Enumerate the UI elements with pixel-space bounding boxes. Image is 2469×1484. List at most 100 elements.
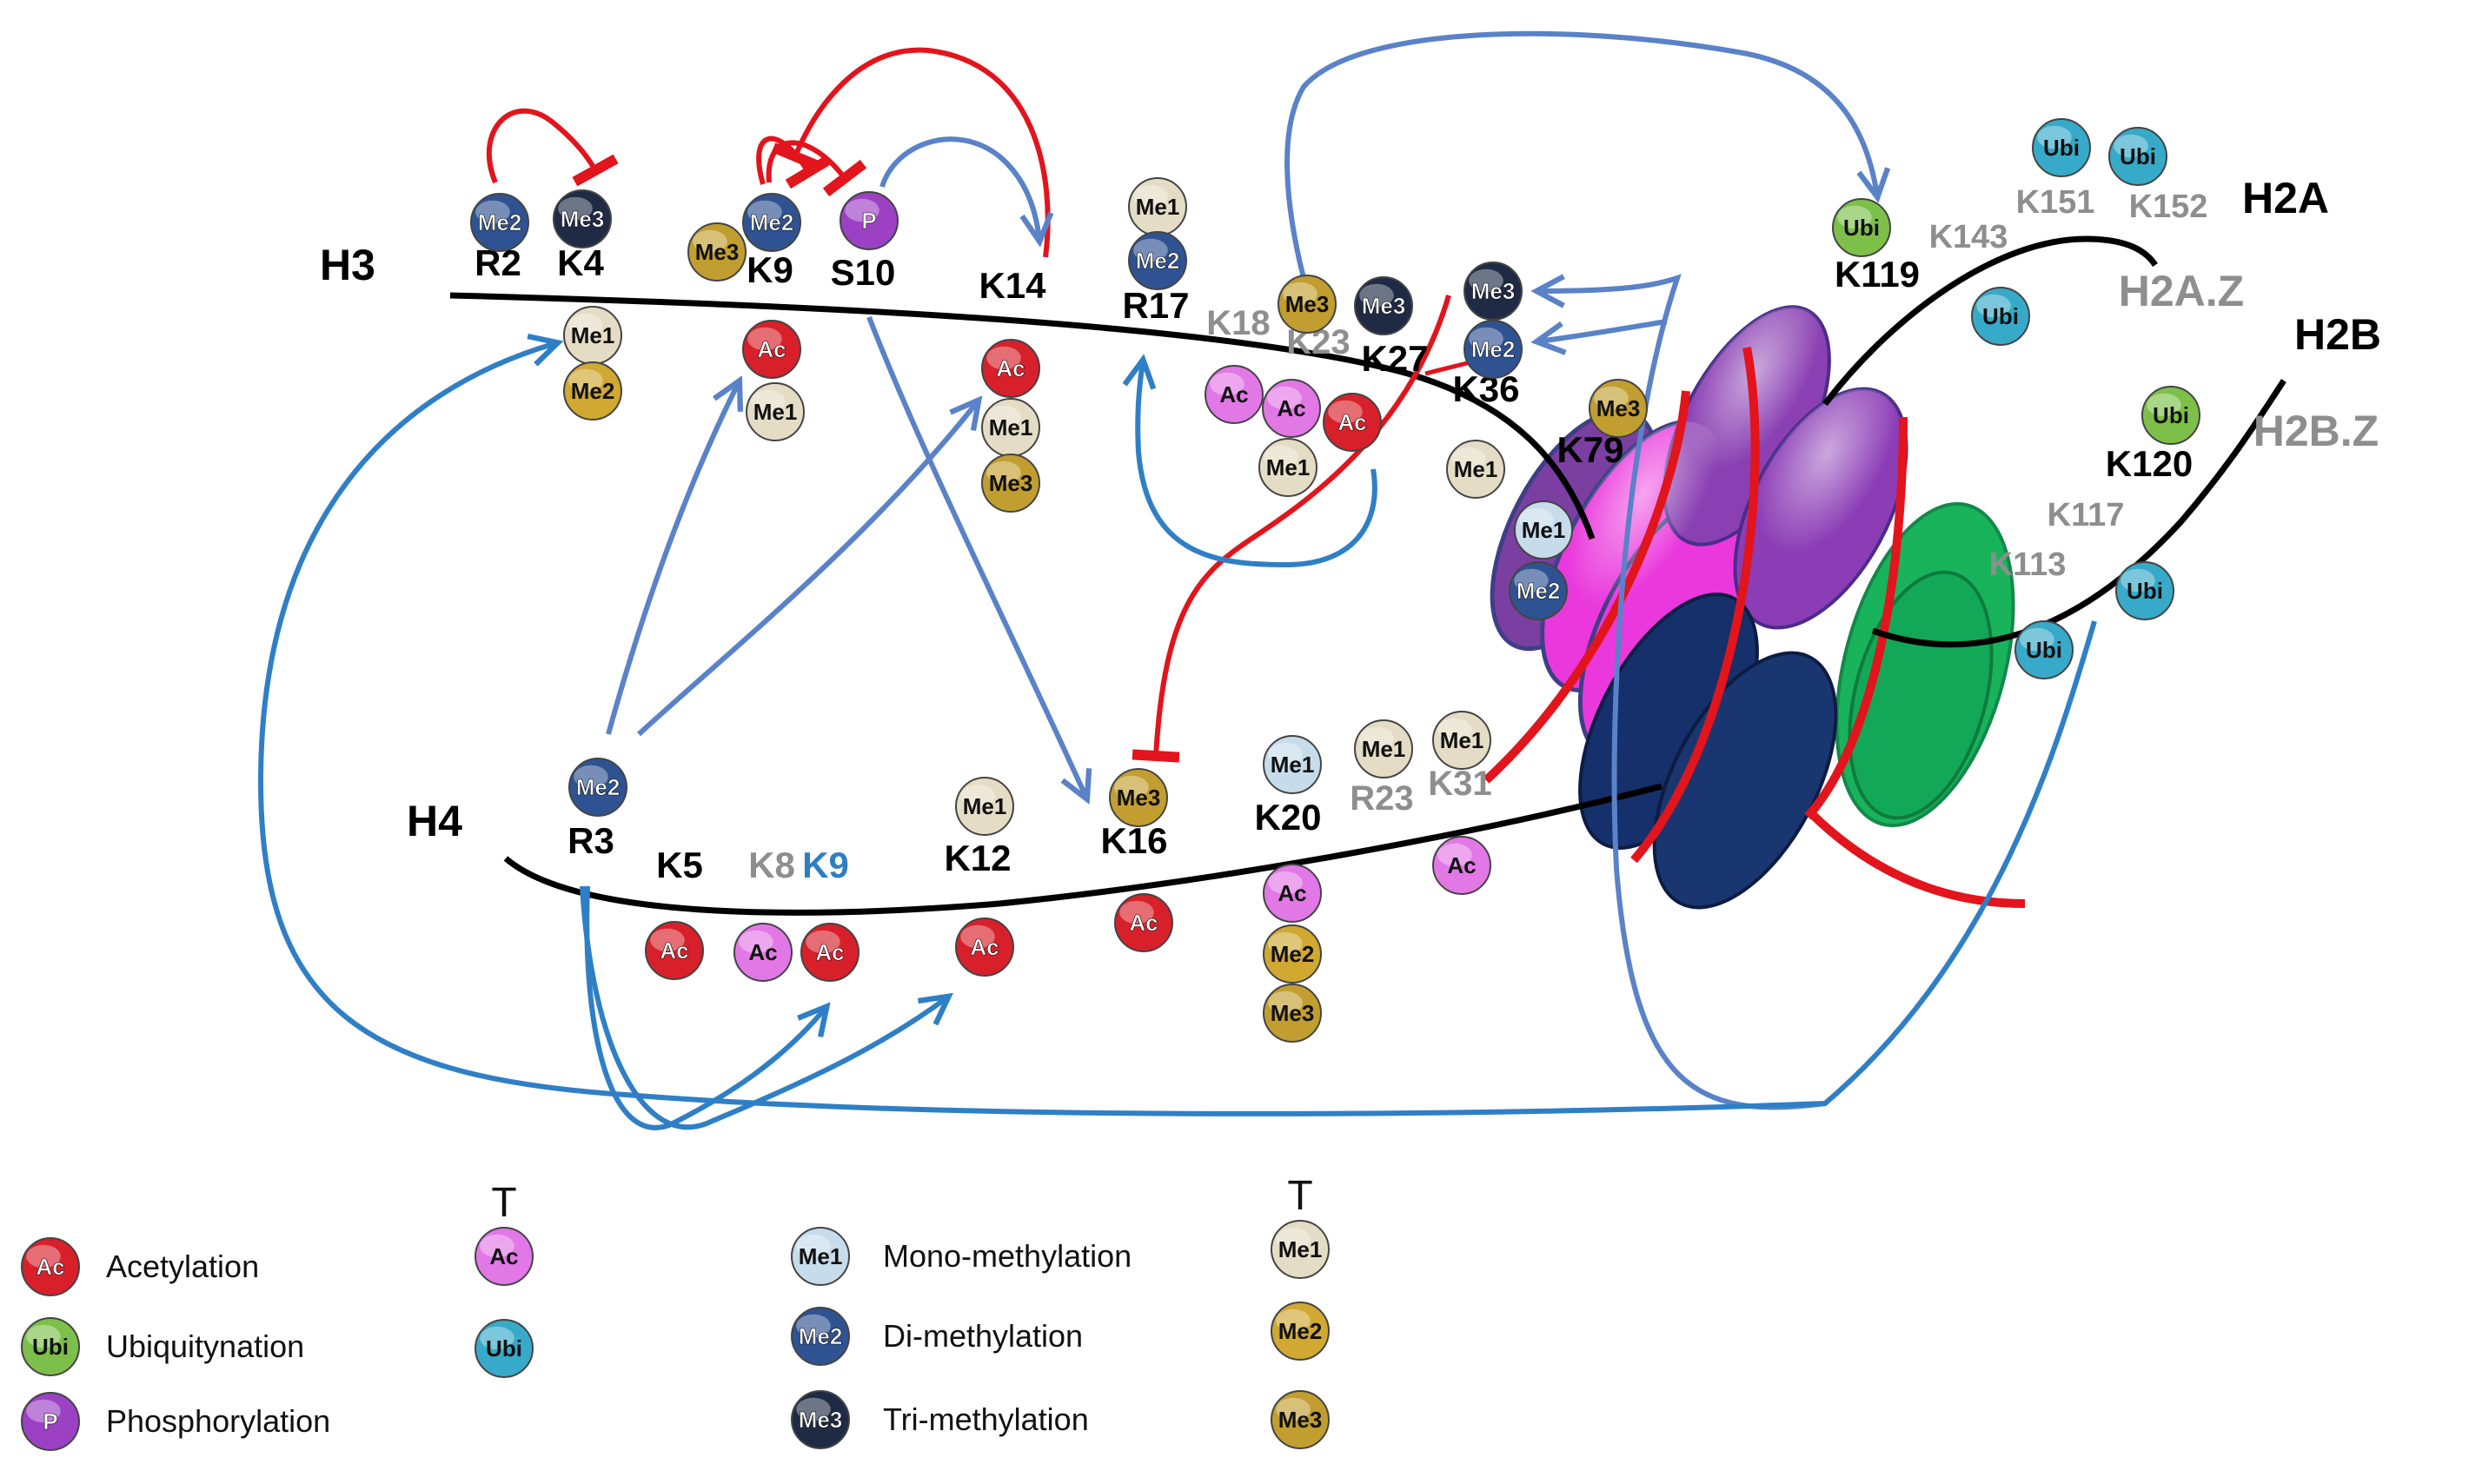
residue-label-r23: R23 [1350,779,1413,818]
mark-label: Me2 [571,378,615,404]
mark-label: Ac [489,1243,518,1269]
mark-label: Ac [748,939,777,965]
mark-label: Ac [1129,910,1158,936]
mark-me1t: Me1 [1446,440,1505,499]
mark-me1: Me1 [1514,500,1573,560]
mark-label: Me1 [963,793,1007,819]
legend-label: Tri-methylation [883,1401,1089,1437]
residue-label-k143: K143 [1929,219,2008,255]
mark-label: Me1 [1440,727,1484,753]
residue-label-k12: K12 [944,838,1011,878]
mark-label: Me3 [1117,785,1161,811]
mark-label: Me2 [576,774,621,800]
mark-p: P [840,191,899,250]
residue-label-s10: S10 [831,252,896,293]
legend-variant-me1t: Me1 [1271,1220,1330,1279]
inhibition-arrow [771,47,1051,258]
mark-label: Ubi [486,1335,522,1361]
legend-label: Ubiquitynation [106,1328,304,1364]
activation-arrow-r3-k9 [606,382,739,735]
mark-ubit: Ubi [2108,127,2167,186]
mark-label: Me2 [1136,248,1180,274]
mark-label: Me3 [1271,1000,1315,1026]
mark-me2t: Me2 [1263,924,1322,984]
residue-label-k9-h3: K9 [747,249,793,290]
h3-tail [449,292,1596,540]
legend-symbol-ac: Ac [21,1237,80,1296]
histone-label-h2b: H2B [2294,310,2381,359]
mark-label: Me2 [799,1323,843,1349]
mark-me2t: Me2 [563,361,622,421]
core-highlight [1735,388,1907,628]
residue-label-k119: K119 [1835,254,1920,295]
histone-label-h2az: H2A.Z [2119,267,2244,315]
mark-ac: Ac [981,339,1040,398]
mark-me1t: Me1 [981,398,1040,457]
mark-me3: Me3 [553,189,612,248]
mark-label: Me1 [799,1243,843,1269]
inhibition-arrow-k27-k16 [1132,295,1451,763]
mark-label: Ubi [2043,135,2080,161]
legend-variant-me2t: Me2 [1271,1302,1330,1361]
mark-label: Me2 [1278,1318,1323,1344]
mark-label: Ac [1337,409,1366,435]
mark-ubi: Ubi [1832,198,1891,257]
mark-label: Me1 [1278,1236,1323,1262]
residue-label-k120: K120 [2106,443,2193,484]
mark-me3: Me3 [1354,276,1413,335]
mark-ac: Ac [1114,893,1173,952]
dna-wrap-segment [1630,347,1760,864]
mark-label: Ubi [2127,578,2163,604]
legend-symbol-me2: Me2 [791,1307,850,1366]
mark-me1t: Me1 [746,382,805,441]
mark-ubi: Ubi [2141,386,2200,445]
mark-me1t: Me1 [1258,438,1317,497]
legend-symbol-ubi: Ubi [21,1317,80,1376]
h4-tail [503,783,1663,916]
mark-me2: Me2 [470,193,529,252]
mark-act: Ac [1205,365,1264,424]
mark-label: Me3 [799,1407,843,1433]
mark-me2: Me2 [1463,320,1523,379]
mark-ubit: Ubi [2014,620,2074,679]
mark-me1t: Me1 [1354,719,1413,778]
mark-ac: Ac [800,923,860,982]
mark-me3: Me3 [1463,262,1523,321]
mark-ubit: Ubi [2115,561,2174,620]
residue-label-k5: K5 [656,845,703,885]
mark-label: Me1 [1266,454,1311,480]
mark-me2: Me2 [742,193,801,252]
activation-arrow-r3-k8 [584,885,826,1130]
mark-me1t: Me1 [1128,177,1187,236]
mark-label: Me3 [1278,1407,1323,1433]
mark-label: Me2 [1517,578,1561,604]
dna-wrap-segment [1483,390,1690,784]
mark-me3t: Me3 [1263,984,1322,1043]
mark-label: Me3 [1596,395,1641,421]
mark-label: Me1 [571,322,615,348]
mark-label: Ac [1278,880,1306,906]
legend-label: Acetylation [106,1249,259,1284]
mark-me3t: Me3 [1278,275,1337,334]
histone-label-h4: H4 [407,797,462,845]
h2b-tail [1871,379,2286,648]
legend-variant-me3t: Me3 [1271,1390,1330,1449]
mark-me3t: Me3 [1589,379,1648,438]
activation-arrow-k79-r17 [1138,361,1377,568]
mark-act: Ac [1263,864,1322,923]
mark-label: Me1 [1362,736,1406,762]
mark-label: Ac [757,336,786,362]
mark-label: Me1 [1522,517,1566,543]
mark-me1t: Me1 [1432,711,1491,770]
activation-arrow-h2b-k36 [1538,274,1826,1110]
mark-me1: Me1 [1263,735,1322,794]
mark-me1t: Me1 [955,777,1014,836]
residue-label-r3: R3 [567,820,614,861]
activation-arrow-h2b-k4 [257,343,2097,1116]
mark-ac: Ac [645,921,704,980]
activation-arrow-r3-k12 [580,885,947,1130]
mark-label: Me3 [561,206,605,232]
